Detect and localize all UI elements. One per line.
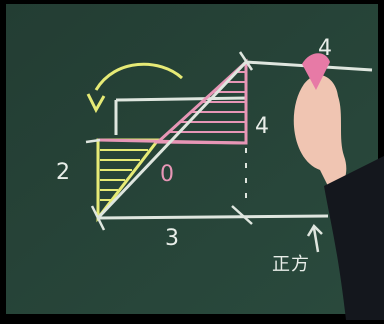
left-triangle-hatching (100, 149, 148, 201)
sleeve (324, 156, 384, 320)
label-right-side: 4 (255, 114, 269, 139)
base-line (97, 214, 329, 220)
label-center: 0 (160, 162, 174, 187)
label-bottom-text: 正方 (272, 254, 310, 275)
label-bottom-side: 3 (165, 226, 179, 251)
curved-arrow (94, 62, 184, 91)
diagonal-line (96, 60, 248, 220)
chalk-in-hand (302, 53, 330, 90)
bottom-arrow-shaft (312, 227, 320, 253)
bottom-arrow-head (306, 223, 323, 237)
label-top-right: 4 (318, 36, 332, 61)
arrow-head (86, 93, 106, 114)
tick-marks (85, 51, 254, 231)
label-left-side: 2 (56, 160, 70, 185)
hand (293, 75, 347, 190)
